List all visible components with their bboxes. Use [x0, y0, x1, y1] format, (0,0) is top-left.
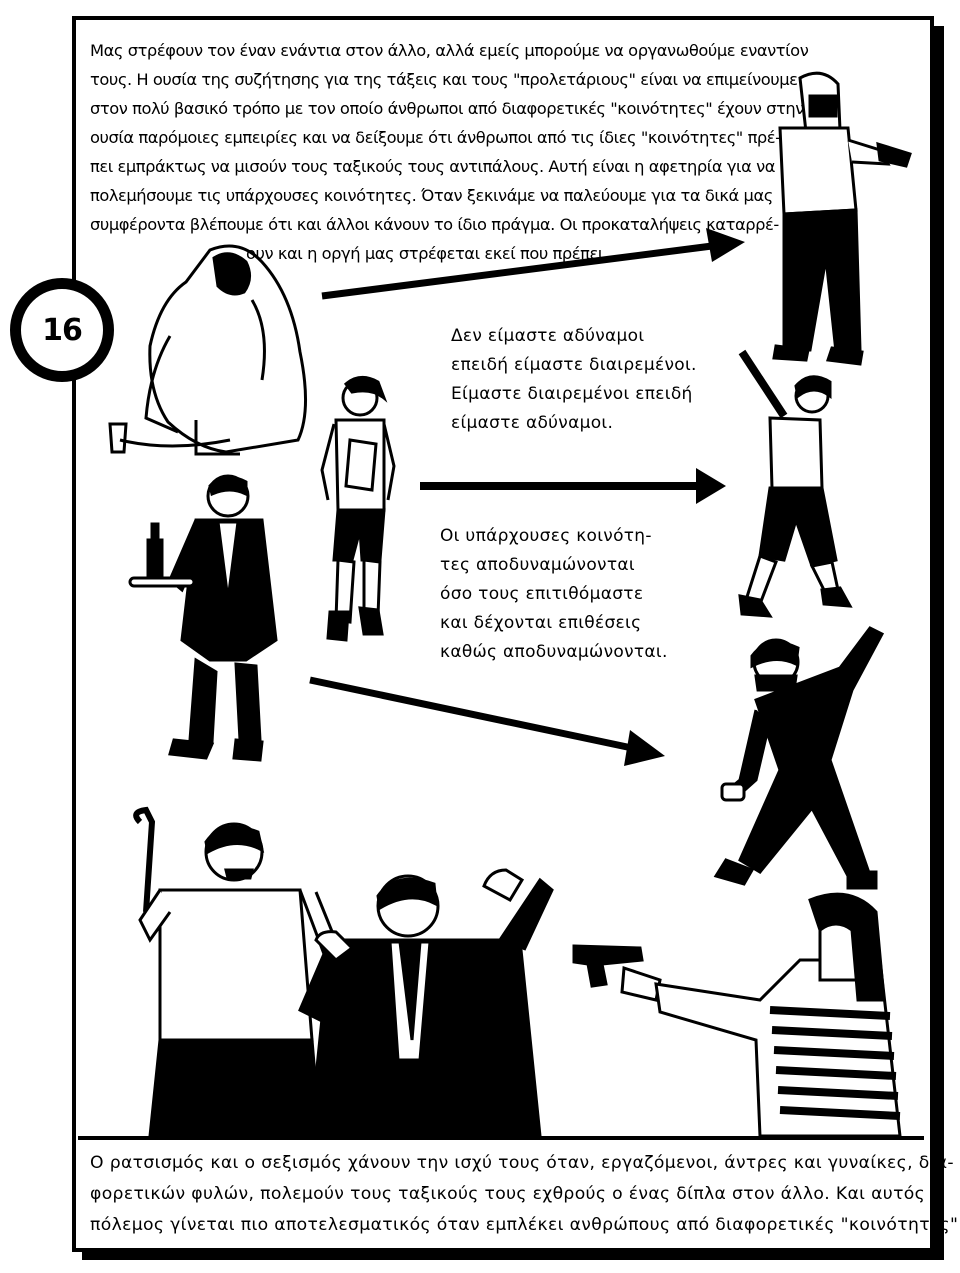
crowbar-man-figure	[133, 806, 349, 1138]
caption-line: Είμαστε διαιρεμένοι επειδή	[451, 384, 693, 404]
intro-line: πολεμήσουμε τις υπάρχουσες κοινότητες. Ό…	[90, 186, 773, 205]
baton-woman-figure	[738, 349, 853, 618]
caption-line: Δεν είμαστε αδύναμοι	[451, 326, 645, 346]
closing-line: πόλεμος γίνεται πιο αποτελεσματικός όταν…	[90, 1215, 960, 1235]
masked-gunman-figure	[772, 71, 912, 366]
intro-line: πει εμπράκτως να μισούν τους ταξικούς το…	[90, 157, 776, 176]
caption-line: Οι υπάρχουσες κοινότη-	[440, 526, 652, 546]
intro-line: Μας στρέφουν τον έναν ενάντια στον άλλο,…	[90, 41, 809, 60]
caption-line: είμαστε αδύναμοι.	[451, 413, 614, 433]
caption-line: καθώς αποδυναμώνονται.	[440, 642, 668, 662]
arrow-middle	[420, 468, 726, 504]
closing-line: φορετικών φυλών, πολεμούν τους ταξικούς …	[90, 1184, 942, 1204]
intro-line: ουν και η οργή μας στρέφεται εκεί που πρ…	[246, 244, 608, 263]
intro-line: συμφέροντα βλέπουμε ότι και άλλοι κάνουν…	[90, 215, 779, 234]
arrow-lower	[309, 676, 665, 766]
page-number: 16	[42, 312, 83, 348]
closing-text-box	[78, 1136, 924, 1238]
businessman-figure	[298, 868, 554, 1138]
student-figure	[320, 376, 396, 642]
caption-communities-weaken: Οι υπάρχουσες κοινότη- τες αποδυναμώνοντ…	[440, 522, 760, 667]
caption-divided-weak: Δεν είμαστε αδύναμοι επειδή είμαστε διαι…	[451, 322, 771, 438]
intro-paragraph: Μας στρέφουν τον έναν ενάντια στον άλλο,…	[90, 36, 809, 268]
caption-line: τες αποδυναμώνονται	[440, 555, 635, 575]
intro-line: ουσία παρόμοιες εμπειρίες και να δείξουμ…	[90, 128, 781, 147]
page-number-badge: 16	[10, 278, 114, 382]
caption-line: όσο τους επιτιθόμαστε	[440, 584, 644, 604]
arrow-upper	[321, 228, 745, 300]
intro-line: τους. Η ουσία της συζήτησης για της τάξε…	[90, 70, 798, 89]
closing-paragraph: Ο ρατσισμός και ο σεξισμός χάνουν την ισ…	[90, 1148, 960, 1241]
crouching-hooded-figure	[108, 244, 307, 456]
pistol-woman-figure	[572, 892, 902, 1138]
caption-line: επειδή είμαστε διαιρεμένοι.	[451, 355, 697, 375]
caption-line: και δέχονται επιθέσεις	[440, 613, 642, 633]
intro-line: στον πολύ βασικό τρόπο με τον οποίο άνθρ…	[90, 99, 804, 118]
closing-line: Ο ρατσισμός και ο σεξισμός χάνουν την ισ…	[90, 1153, 954, 1173]
waiter-figure	[128, 474, 278, 762]
molotov-thrower-figure	[713, 626, 885, 890]
